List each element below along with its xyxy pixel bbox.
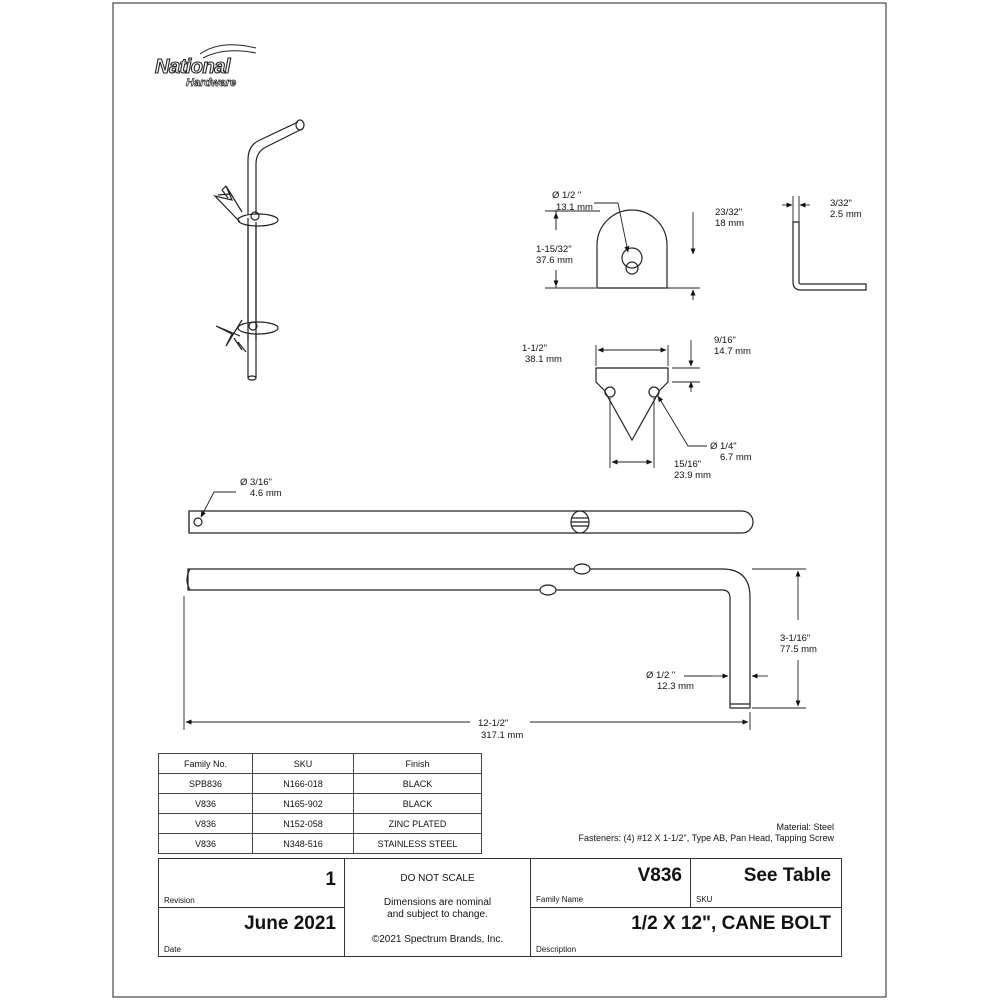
fasteners-note: Fasteners: (4) #12 X 1-1/2", Type AB, Pa… (578, 833, 834, 843)
keeper-plate-side (792, 221, 867, 291)
dim-strap-height-metric: 14.7 mm (714, 346, 751, 357)
family-name-label: Family Name (536, 895, 584, 904)
dim-rod-dia-imperial: Ø 1/2 " (646, 670, 675, 681)
dim-overall-length-imperial: 12-1/2" (478, 718, 508, 729)
dimension-lines (183, 196, 810, 730)
description-label: Description (536, 945, 577, 954)
sku-value: See Table (743, 865, 831, 886)
nominal-text-line1: Dimensions are nominal (383, 897, 492, 908)
cane-rod-side-view (186, 563, 751, 709)
dim-hole-dia-metric: 13.1 mm (556, 202, 593, 213)
dim-screw-hole-metric: 6.7 mm (720, 452, 752, 463)
do-not-scale-text: DO NOT SCALE (400, 873, 475, 884)
dim-strap-height-imperial: 9/16" (714, 335, 736, 346)
revision-value: 1 (325, 869, 336, 890)
material-notes: Material: Steel Fasteners: (4) #12 X 1-1… (578, 822, 834, 844)
column-header-family: Family No. (158, 753, 253, 774)
cell-finish: ZINC PLATED (353, 813, 482, 834)
dim-hole-spacing-metric: 23.9 mm (674, 470, 711, 481)
cell-sku: N152-058 (252, 813, 354, 834)
dim-pin-hole-metric: 4.6 mm (250, 488, 282, 499)
dim-strap-width-imperial: 1-1/2" (522, 343, 547, 354)
dim-thickness-imperial: 3/32" (830, 198, 852, 209)
column-header-finish: Finish (353, 753, 482, 774)
dim-strap-width-metric: 38.1 mm (525, 354, 562, 365)
date-value: June 2021 (244, 913, 336, 934)
revision-label: Revision (164, 896, 195, 905)
notice-cell: DO NOT SCALE Dimensions are nominal and … (345, 859, 531, 956)
cell-finish: BLACK (353, 793, 482, 814)
dim-hole-offset-metric: 18 mm (715, 218, 744, 229)
date-label: Date (164, 945, 181, 954)
cell-finish: BLACK (353, 773, 482, 794)
sheet-border (112, 2, 887, 998)
cell-sku: N166-018 (252, 773, 354, 794)
dim-hole-dia-imperial: Ø 1/2 " (552, 190, 581, 201)
national-hardware-logo: National Hardware (154, 44, 257, 89)
dim-plate-height-metric: 37.6 mm (536, 255, 573, 266)
cell-family: V836 (158, 833, 253, 854)
table-row: V836 N348-516 STAINLESS STEEL (158, 833, 482, 854)
dim-thickness-metric: 2.5 mm (830, 209, 862, 220)
isometric-view (213, 119, 305, 381)
logo-text-hardware: Hardware (186, 77, 236, 89)
dimension-labels: Ø 1/2 " 13.1 mm 1-15/32" 37.6 mm 23/32" … (240, 190, 862, 741)
family-sku-table: Family No. SKU Finish SPB836 N166-018 BL… (158, 753, 482, 854)
family-name-cell: V836 Family Name (531, 859, 691, 908)
material-note: Material: Steel (776, 822, 834, 832)
dim-hole-spacing-imperial: 15/16" (674, 459, 701, 470)
dim-hook-height-imperial: 3-1/16" (780, 633, 810, 644)
column-header-sku: SKU (252, 753, 354, 774)
dim-hole-offset-imperial: 23/32" (715, 207, 742, 218)
logo-text-national: National (155, 56, 231, 78)
cell-sku: N348-516 (252, 833, 354, 854)
dim-overall-length-metric: 317.1 mm (481, 730, 523, 741)
cell-finish: STAINLESS STEEL (353, 833, 482, 854)
cell-family: V836 (158, 793, 253, 814)
cell-sku: N165-902 (252, 793, 354, 814)
date-cell: June 2021 Date (159, 908, 345, 956)
copyright-text: ©2021 Spectrum Brands, Inc. (371, 934, 504, 945)
dim-pin-hole-imperial: Ø 3/16" (240, 477, 272, 488)
sku-label: SKU (696, 895, 713, 904)
dim-hook-height-metric: 77.5 mm (780, 644, 817, 655)
cell-family: SPB836 (158, 773, 253, 794)
family-name-value: V836 (637, 865, 682, 886)
sku-cell: See Table SKU (691, 859, 841, 908)
description-cell: 1/2 X 12", CANE BOLT Description (531, 908, 841, 956)
table-row: SPB836 N166-018 BLACK (158, 773, 482, 794)
rod-top-view (188, 510, 754, 534)
dim-plate-height-imperial: 1-15/32" (536, 244, 572, 255)
title-block: 1 Revision June 2021 Date DO NOT SCALE D… (158, 858, 842, 957)
dim-rod-dia-metric: 12.3 mm (657, 681, 694, 692)
cell-family: V836 (158, 813, 253, 834)
table-header-row: Family No. SKU Finish (158, 753, 482, 774)
table-row: V836 N152-058 ZINC PLATED (158, 813, 482, 834)
revision-cell: 1 Revision (159, 859, 345, 908)
table-row: V836 N165-902 BLACK (158, 793, 482, 814)
keeper-plate-front (596, 209, 668, 289)
strap-plate (595, 367, 669, 442)
description-value: 1/2 X 12", CANE BOLT (631, 913, 831, 934)
nominal-text-line2: and subject to change. (387, 909, 488, 920)
dim-screw-hole-imperial: Ø 1/4" (710, 441, 737, 452)
